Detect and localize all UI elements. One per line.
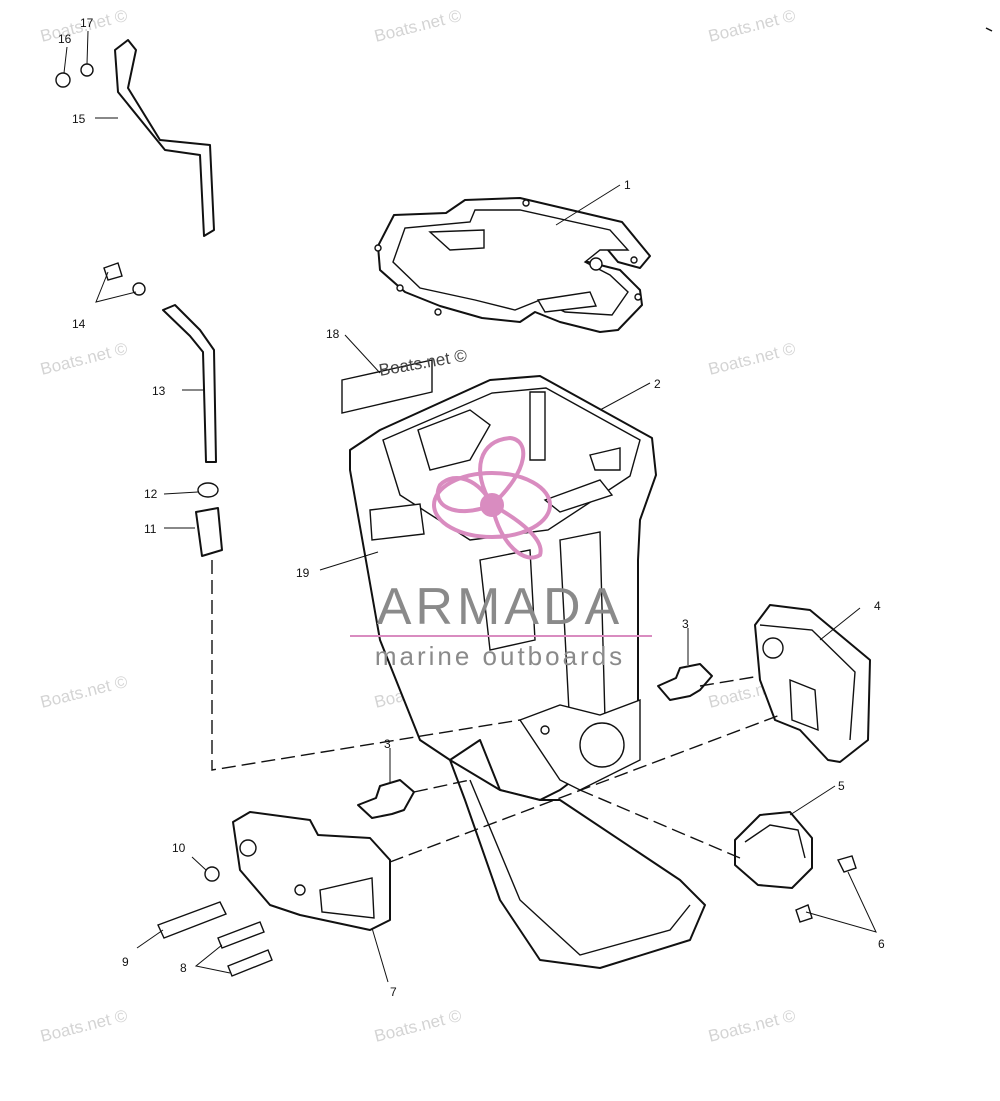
callout-10: 10 (172, 841, 186, 855)
driveshaft-housing-part-2 (349, 375, 706, 969)
callout-18: 18 (326, 327, 340, 341)
mount-bracket-part-4 (754, 604, 871, 763)
callout-3: 3 (682, 617, 689, 631)
leader-lines (63, 30, 877, 983)
sleeve-part-11 (195, 507, 223, 557)
callout-17: 17 (80, 16, 94, 30)
bolts-part-8 (217, 921, 273, 977)
callout-13: 13 (152, 384, 166, 398)
assembly-lines (211, 560, 781, 863)
watermark: Boats.net © (38, 672, 129, 712)
brand-tagline: marine outboards (375, 641, 625, 671)
nut-part-10 (204, 866, 220, 882)
callout-2: 2 (654, 377, 661, 391)
bolts-part-6 (795, 855, 857, 923)
watermark: Boats.net © (706, 6, 797, 46)
gasket-part-1 (374, 197, 651, 333)
watermark: Boats.net © (38, 1006, 129, 1046)
callout-16: 16 (58, 32, 72, 46)
washer-part-17 (80, 63, 94, 77)
callout-8: 8 (180, 961, 187, 975)
rod-part-13 (162, 304, 217, 463)
stud-part-3-upper (657, 663, 713, 701)
bolt-part-9 (157, 901, 227, 939)
brand-name: ARMADA (377, 578, 623, 636)
watermark: Boats.net © (38, 339, 129, 379)
mount-bracket-part-7 (232, 811, 391, 931)
propeller-icon (432, 435, 552, 560)
callout-7: 7 (390, 985, 397, 999)
watermark: Boats.net © (706, 339, 797, 379)
corner-mark (985, 27, 993, 32)
callout-1: 1 (624, 178, 631, 192)
cover-plate-part-5 (734, 811, 813, 889)
screw-washer-part-14 (103, 262, 146, 296)
callout-15: 15 (72, 112, 86, 126)
shift-rod-part-15 (114, 39, 215, 237)
watermark: Boats.net © (372, 1006, 463, 1046)
callouts: 1 2 3 3 4 5 6 7 8 9 10 11 12 13 14 15 16… (58, 16, 885, 999)
callout-3: 3 (384, 737, 391, 751)
callout-6: 6 (878, 937, 885, 951)
callout-19: 19 (296, 566, 310, 580)
callout-14: 14 (72, 317, 86, 331)
callout-12: 12 (144, 487, 158, 501)
callout-11: 11 (144, 522, 157, 536)
nut-part-16 (55, 72, 71, 88)
callout-4: 4 (874, 599, 881, 613)
watermark: Boats.net © (372, 6, 463, 46)
callout-5: 5 (838, 779, 845, 793)
watermark: Boats.net © (706, 1006, 797, 1046)
nut-part-12 (197, 482, 219, 498)
stud-part-3-lower (357, 779, 415, 819)
armada-logo: ARMADA marine outboards (350, 435, 652, 671)
callout-9: 9 (122, 955, 129, 969)
